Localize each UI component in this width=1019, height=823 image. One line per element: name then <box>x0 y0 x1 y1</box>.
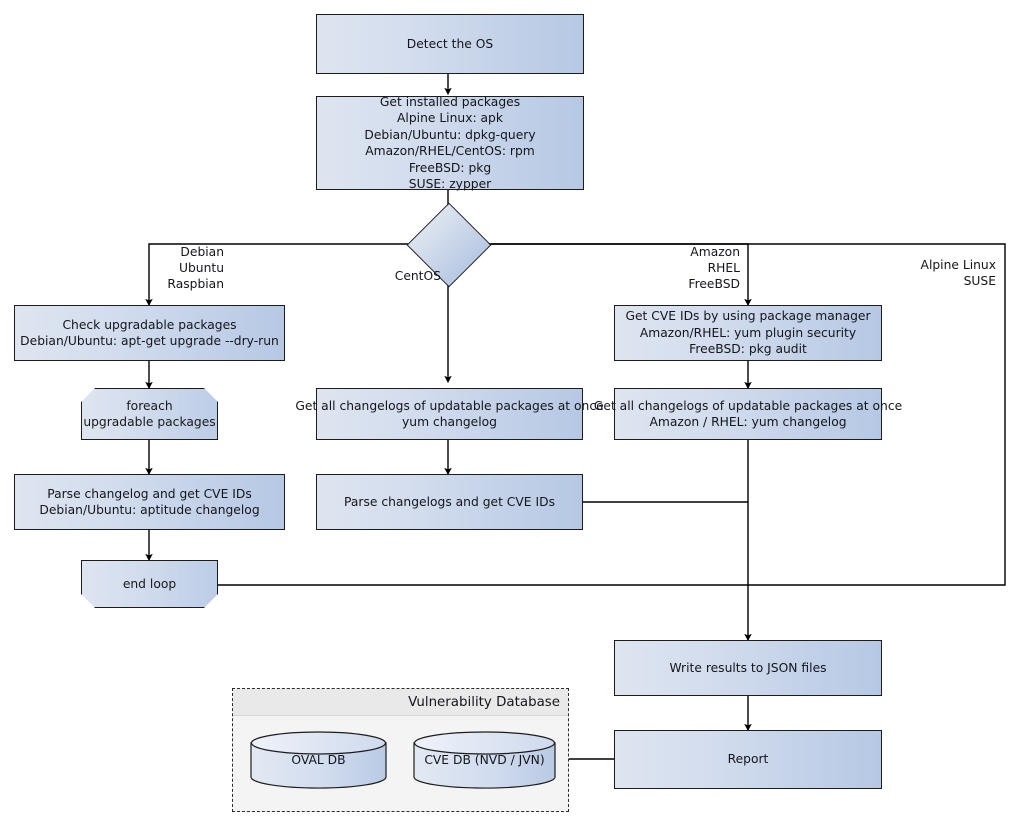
node-get-cve-ids-package-manager[interactable]: Get CVE IDs by using package manager Ama… <box>614 305 882 361</box>
database-cve-db-label: CVE DB (NVD / JVN) <box>424 753 545 767</box>
node-parse-changelogs-centos[interactable]: Parse changelogs and get CVE IDs <box>316 474 583 530</box>
node-line: Debian/Ubuntu: aptitude changelog <box>39 503 260 517</box>
node-line: Parse changelog and get CVE IDs <box>47 486 252 501</box>
node-write-results-json-label: Write results to JSON files <box>669 660 827 675</box>
edge-label-debian-branch: Debian Ubuntu Raspbian <box>167 245 224 292</box>
node-write-results-json[interactable]: Write results to JSON files <box>614 640 882 696</box>
node-line: yum changelog <box>402 415 497 429</box>
edge-label-rhel-branch: Amazon RHEL FreeBSD <box>688 245 740 292</box>
edge-label-alpine-branch: Alpine Linux SUSE <box>920 258 996 289</box>
group-vulnerability-database-title: Vulnerability Database <box>233 689 568 716</box>
node-get-changelogs-rhel[interactable]: Get all changelogs of updatable packages… <box>594 388 902 440</box>
node-line: SUSE: zypper <box>408 177 492 191</box>
node-parse-changelog-debian[interactable]: Parse changelog and get CVE IDs Debian/U… <box>14 474 285 530</box>
database-oval-db[interactable]: OVAL DB <box>250 731 387 789</box>
node-line: Get all changelogs of updatable packages… <box>295 398 604 413</box>
node-line: Alpine Linux: apk <box>397 111 503 125</box>
node-line: FreeBSD: pkg audit <box>689 342 807 357</box>
database-cve-db[interactable]: CVE DB (NVD / JVN) <box>413 731 556 789</box>
node-end-loop-label: end loop <box>122 576 177 591</box>
node-line: foreach <box>126 398 173 413</box>
database-oval-db-label: OVAL DB <box>291 753 346 767</box>
node-report[interactable]: Report <box>614 730 882 789</box>
group-vulnerability-database: Vulnerability Database OVAL D <box>232 688 569 812</box>
node-line: Debian/Ubuntu: apt-get upgrade --dry-run <box>20 334 279 348</box>
edge-label-centos-branch: CentOS <box>394 269 441 283</box>
node-end-loop[interactable]: end loop <box>81 560 218 608</box>
node-report-label: Report <box>727 752 769 767</box>
node-check-upgradable-packages[interactable]: Check upgradable packages Debian/Ubuntu:… <box>14 305 285 361</box>
node-parse-changelogs-centos-label: Parse changelogs and get CVE IDs <box>344 494 555 509</box>
node-line: Amazon/RHEL/CentOS: rpm <box>365 144 535 158</box>
node-line: upgradable packages <box>83 415 216 429</box>
node-line: Check upgradable packages <box>62 317 237 332</box>
node-get-changelogs-centos[interactable]: Get all changelogs of updatable packages… <box>295 388 604 440</box>
node-line: Get CVE IDs by using package manager <box>625 309 871 324</box>
node-line: Amazon / RHEL: yum changelog <box>649 415 847 429</box>
node-line: FreeBSD: pkg <box>408 160 492 175</box>
node-line: Amazon/RHEL: yum plugin security <box>639 325 857 340</box>
node-detect-os[interactable]: Detect the OS <box>316 14 584 74</box>
node-line: Debian/Ubuntu: dpkg-query <box>364 127 536 142</box>
node-line: Get installed packages <box>379 94 521 109</box>
node-foreach-loop-start[interactable]: foreach upgradable packages <box>81 388 218 440</box>
node-line: Get all changelogs of updatable packages… <box>593 398 903 413</box>
node-get-installed-packages[interactable]: Get installed packages Alpine Linux: apk… <box>316 94 584 191</box>
node-detect-os-label: Detect the OS <box>406 36 494 51</box>
